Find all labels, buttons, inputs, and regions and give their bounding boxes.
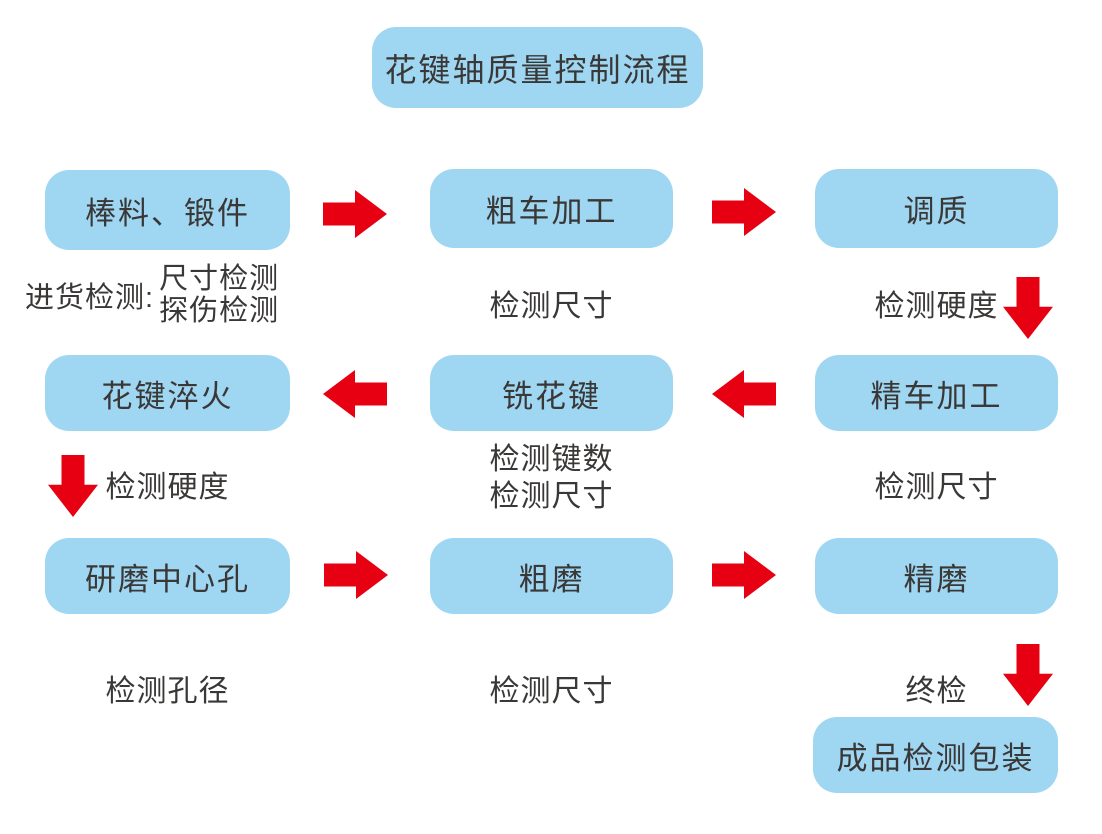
caption-milling-dimension: 检测尺寸 (489, 480, 614, 513)
arrow-right-icon (712, 188, 776, 236)
flow-box-spline-milling: 铣花键 (430, 355, 673, 431)
flow-title: 花键轴质量控制流程 (372, 27, 703, 108)
caption-after-rough-turning: 检测尺寸 (489, 290, 614, 323)
flow-box-finished-packaging: 成品检测包装 (813, 717, 1058, 793)
caption-incoming-items: 尺寸检测 探伤检测 (159, 263, 279, 327)
caption-after-spline-milling: 检测键数 检测尺寸 (430, 441, 673, 515)
caption-final-inspection: 终检 (905, 675, 968, 708)
caption-after-rough-grinding: 检测尺寸 (489, 675, 614, 708)
arrow-left-icon (712, 370, 776, 418)
flow-box-fine-grinding: 精磨 (815, 538, 1058, 614)
caption-incoming-inspection: 进货检测: 尺寸检测 探伤检测 (25, 263, 279, 327)
caption-after-finish-turning: 检测尺寸 (874, 471, 999, 504)
flow-box-spline-quenching: 花键淬火 (45, 355, 290, 431)
flow-box-center-hole-grinding: 研磨中心孔 (45, 538, 290, 614)
caption-incoming-dimension: 尺寸检测 (159, 263, 280, 295)
flow-box-rough-grinding: 粗磨 (430, 538, 673, 614)
caption-after-center-hole-grinding: 检测孔径 (105, 675, 230, 708)
arrow-right-icon (323, 190, 387, 238)
caption-after-spline-quenching: 检测硬度 (105, 471, 230, 504)
arrow-right-icon (712, 551, 776, 599)
arrow-left-icon (323, 370, 387, 418)
caption-incoming-label: 进货检测: (25, 282, 155, 314)
caption-after-tempering: 检测硬度 (874, 290, 999, 323)
caption-incoming-flaw: 探伤检测 (159, 295, 280, 327)
flow-box-bar-stock: 棒料、锻件 (45, 170, 290, 250)
caption-milling-key-count: 检测键数 (489, 443, 614, 476)
flow-box-finish-turning: 精车加工 (815, 355, 1058, 431)
flow-box-tempering: 调质 (815, 169, 1058, 248)
flow-box-rough-turning: 粗车加工 (430, 169, 673, 248)
arrow-right-icon (324, 551, 388, 599)
